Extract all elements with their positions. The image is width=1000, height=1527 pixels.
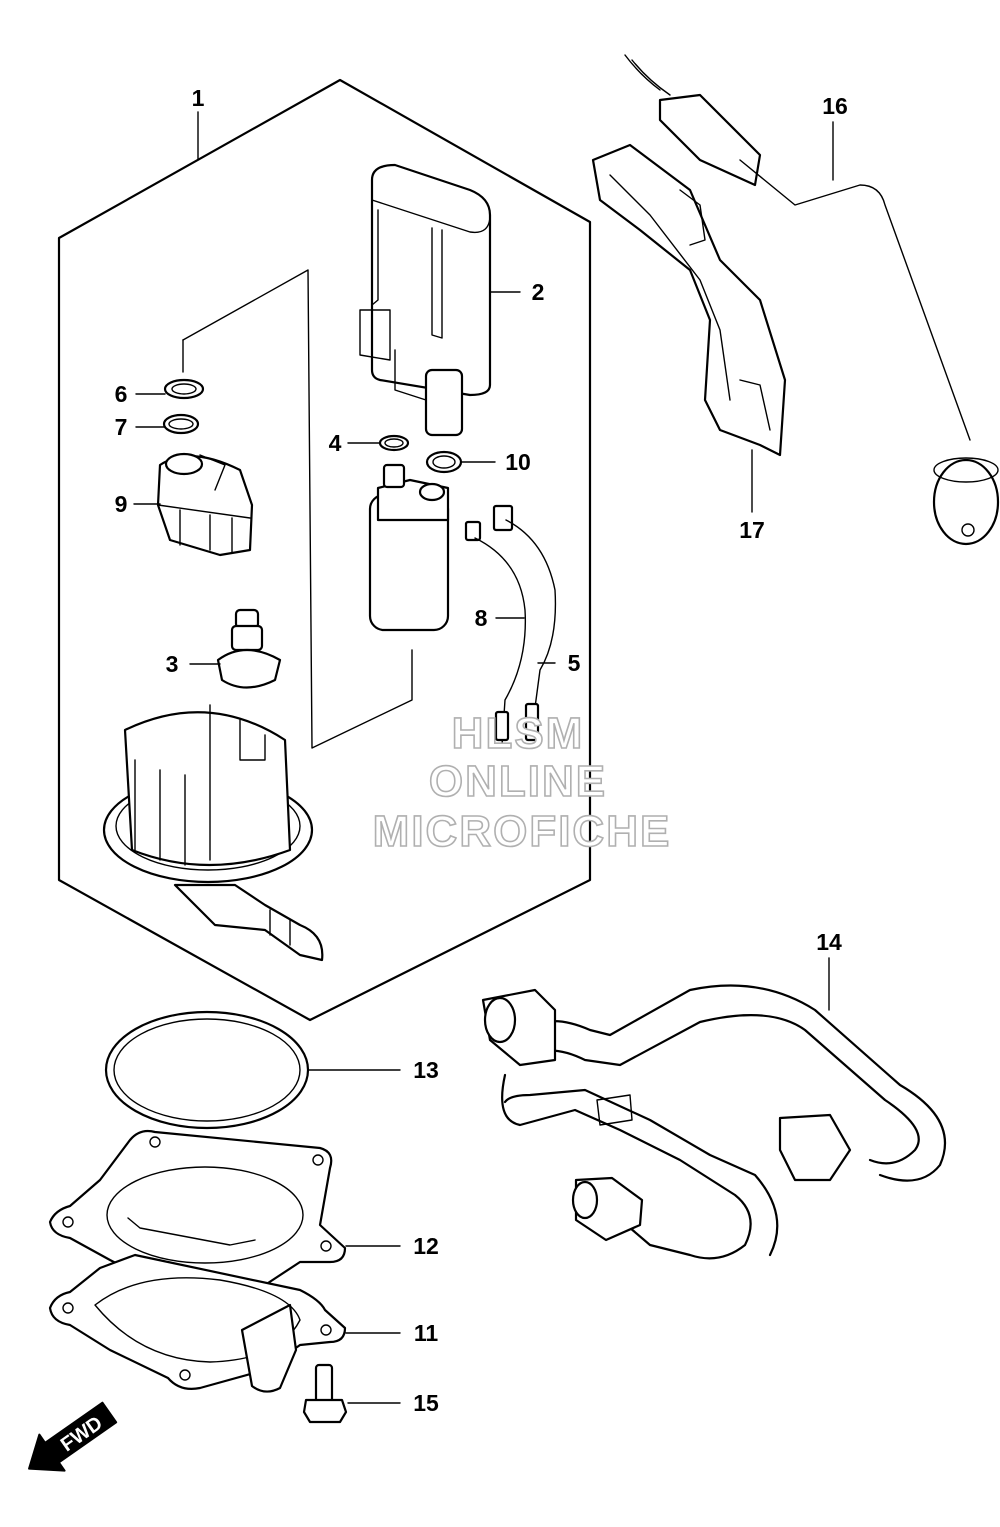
callout-5: 5 <box>568 650 581 676</box>
callout-2: 2 <box>532 279 545 305</box>
watermark-line-2: ONLINE <box>429 757 607 806</box>
callout-17: 17 <box>739 517 765 543</box>
callout-6: 6 <box>115 381 128 407</box>
callout-15: 15 <box>413 1390 439 1416</box>
callout-3: 3 <box>166 651 179 677</box>
regulator-holder-part <box>156 452 254 557</box>
assembly-outline <box>57 78 592 1022</box>
callout-11: 11 <box>414 1320 439 1346</box>
callout-10: 10 <box>505 449 531 475</box>
callout-1: 1 <box>192 85 205 111</box>
forward-direction-arrow-icon: FWD <box>28 1401 118 1472</box>
fuel-level-sender-16 <box>624 54 1000 546</box>
pressure-regulator-part <box>216 608 282 689</box>
callout-7: 7 <box>115 414 128 440</box>
watermark-line-1: HLSM <box>452 709 585 758</box>
callout-12: 12 <box>413 1233 439 1259</box>
o-ring-7 <box>162 413 200 435</box>
sender-bracket-17 <box>591 143 787 457</box>
fuel-filter-part <box>359 163 492 437</box>
o-ring-10 <box>425 450 463 474</box>
o-ring-4 <box>378 434 410 452</box>
bolt-15 <box>302 1363 348 1424</box>
watermark-line-3: MICROFICHE <box>373 807 672 856</box>
large-o-ring-13 <box>104 1010 310 1130</box>
callout-numbers: 1 2 3 4 5 6 7 8 9 10 11 12 13 14 15 16 1… <box>115 85 848 1416</box>
lead-wire-5 <box>492 504 557 742</box>
o-ring-6 <box>163 378 205 400</box>
watermark: HLSM ONLINE MICROFICHE <box>372 708 672 857</box>
callout-14: 14 <box>816 929 842 955</box>
fuel-hose-14 <box>481 984 947 1260</box>
callout-9: 9 <box>115 491 128 517</box>
callout-16: 16 <box>822 93 848 119</box>
callout-4: 4 <box>329 430 342 456</box>
callout-8: 8 <box>475 605 488 631</box>
lower-plate-11 <box>48 1253 347 1393</box>
fuel-pump-motor-part <box>368 463 450 632</box>
callout-13: 13 <box>413 1057 439 1083</box>
lead-wire-8 <box>464 520 527 746</box>
pump-base-cup-part <box>102 704 324 962</box>
leader-lines <box>133 111 834 1404</box>
